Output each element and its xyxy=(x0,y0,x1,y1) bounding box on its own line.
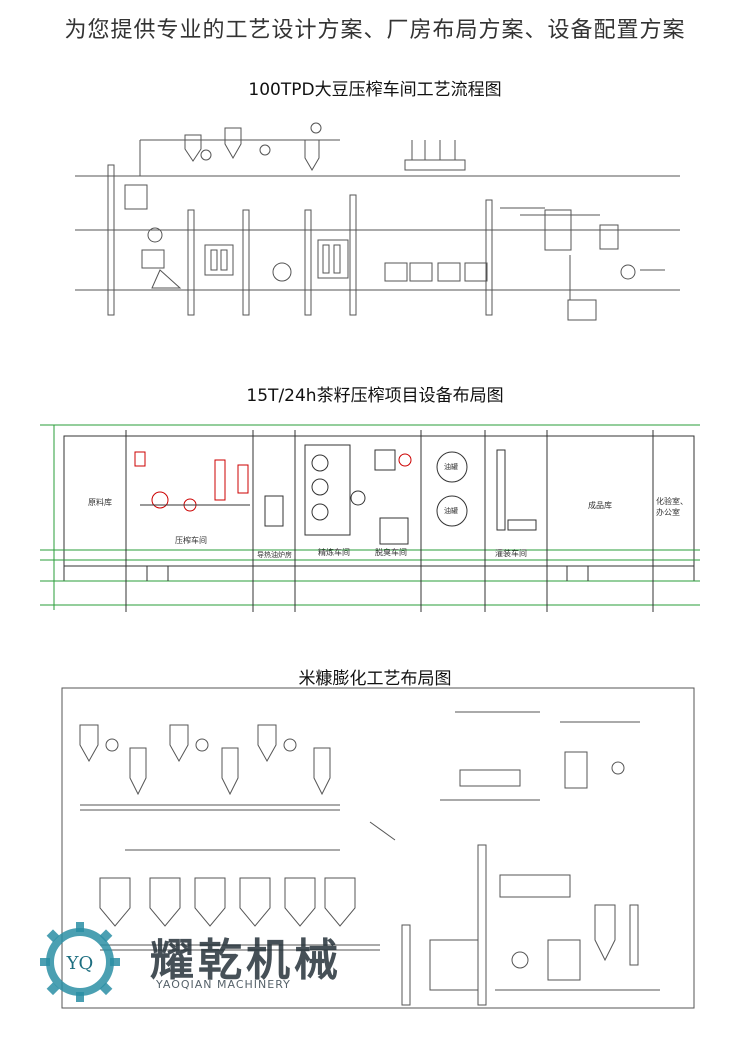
room-label-boiler: 导热油炉房 xyxy=(257,551,292,559)
room-label-filling: 灌装车间 xyxy=(495,549,527,558)
header-text: 为您提供专业的工艺设计方案、厂房布局方案、设备配置方案 xyxy=(64,18,686,43)
page-header: 为您提供专业的工艺设计方案、厂房布局方案、设备配置方案 xyxy=(0,0,750,50)
gear-logo-icon: YQ xyxy=(40,922,120,1002)
room-label-raw-storage: 原料库 xyxy=(88,498,112,507)
room-label-refining: 精炼车间 xyxy=(318,548,350,557)
section-title-ricebran: 米糠膨化工艺布局图 xyxy=(298,669,452,689)
tank-label-1: 油罐 xyxy=(444,463,458,471)
room-label-press: 压榨车间 xyxy=(175,536,207,545)
tank-label-2: 油罐 xyxy=(444,507,458,515)
logo-english-name: YAOQIAN MACHINERY xyxy=(156,978,291,991)
section-title-soybean: 100TPD大豆压榨车间工艺流程图 xyxy=(248,80,502,100)
company-logo: YQ 耀乾机械 YAOQIAN MACHINERY xyxy=(40,922,360,1002)
room-label-office: 化验室、办公室 xyxy=(656,497,688,517)
room-label-deodor: 脱臭车间 xyxy=(375,548,407,557)
room-label-product: 成品库 xyxy=(588,501,612,510)
logo-mark: YQ xyxy=(66,953,94,974)
logo-chinese-name: 耀乾机械 xyxy=(150,935,342,986)
section-title-teaseed: 15T/24h茶籽压榨项目设备布局图 xyxy=(246,386,504,406)
